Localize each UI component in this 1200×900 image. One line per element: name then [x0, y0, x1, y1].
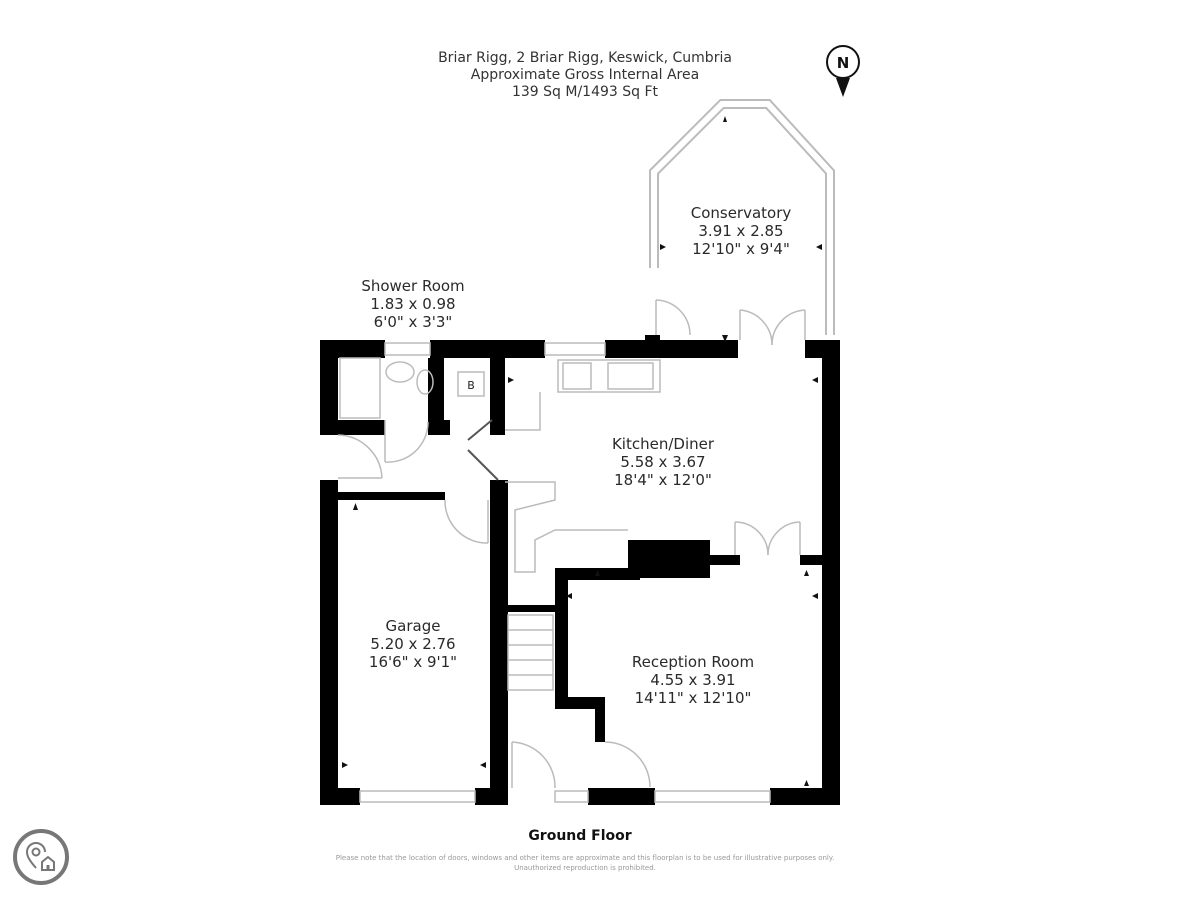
room-metric: 3.91 x 2.85 [698, 222, 784, 240]
fixtures [337, 299, 806, 803]
floor-label: Ground Floor [528, 828, 632, 844]
room-label-shower: Shower Room 1.83 x 0.98 6'0" x 3'3" [361, 277, 464, 331]
room-imperial: 6'0" x 3'3" [373, 313, 453, 331]
room-label-kitchen: Kitchen/Diner 5.58 x 3.67 18'4" x 12'0" [612, 435, 714, 489]
room-name: Conservatory [690, 204, 792, 222]
room-label-conservatory: Conservatory 3.91 x 2.85 12'10" x 9'4" [691, 204, 792, 258]
room-imperial: 16'6" x 9'1" [368, 653, 458, 671]
room-name: Kitchen/Diner [611, 435, 715, 453]
room-imperial: 18'4" x 12'0" [614, 471, 712, 489]
north-arrow-icon: N [826, 45, 860, 97]
location-home-logo-icon [13, 829, 69, 885]
north-label: N [837, 54, 850, 72]
plan-header: Briar Rigg, 2 Briar Rigg, Keswick, Cumbr… [380, 50, 790, 101]
room-metric: 4.55 x 3.91 [650, 671, 736, 689]
room-imperial: 12'10" x 9'4" [692, 240, 790, 258]
boiler-label: B [467, 379, 475, 392]
room-label-reception: Reception Room 4.55 x 3.91 14'11" x 12'1… [632, 653, 754, 707]
room-metric: 5.58 x 3.67 [620, 453, 706, 471]
door-leaves [467, 419, 499, 481]
conservatory-outline [649, 99, 835, 335]
walls [320, 335, 840, 805]
area-title: Approximate Gross Internal Area [470, 67, 700, 83]
address: Briar Rigg, 2 Briar Rigg, Keswick, Cumbr… [438, 50, 732, 66]
disclaimer: Please note that the location of doors, … [335, 854, 835, 872]
room-label-garage: Garage 5.20 x 2.76 16'6" x 9'1" [369, 617, 457, 671]
room-name: Reception Room [631, 653, 755, 671]
room-name: Shower Room [361, 277, 465, 295]
room-name: Garage [385, 617, 441, 635]
area-value: 139 Sq M/1493 Sq Ft [511, 84, 659, 100]
radiator-markers [342, 335, 818, 786]
room-metric: 5.20 x 2.76 [370, 635, 456, 653]
room-metric: 1.83 x 0.98 [370, 295, 456, 313]
room-imperial: 14'11" x 12'10" [634, 689, 752, 707]
